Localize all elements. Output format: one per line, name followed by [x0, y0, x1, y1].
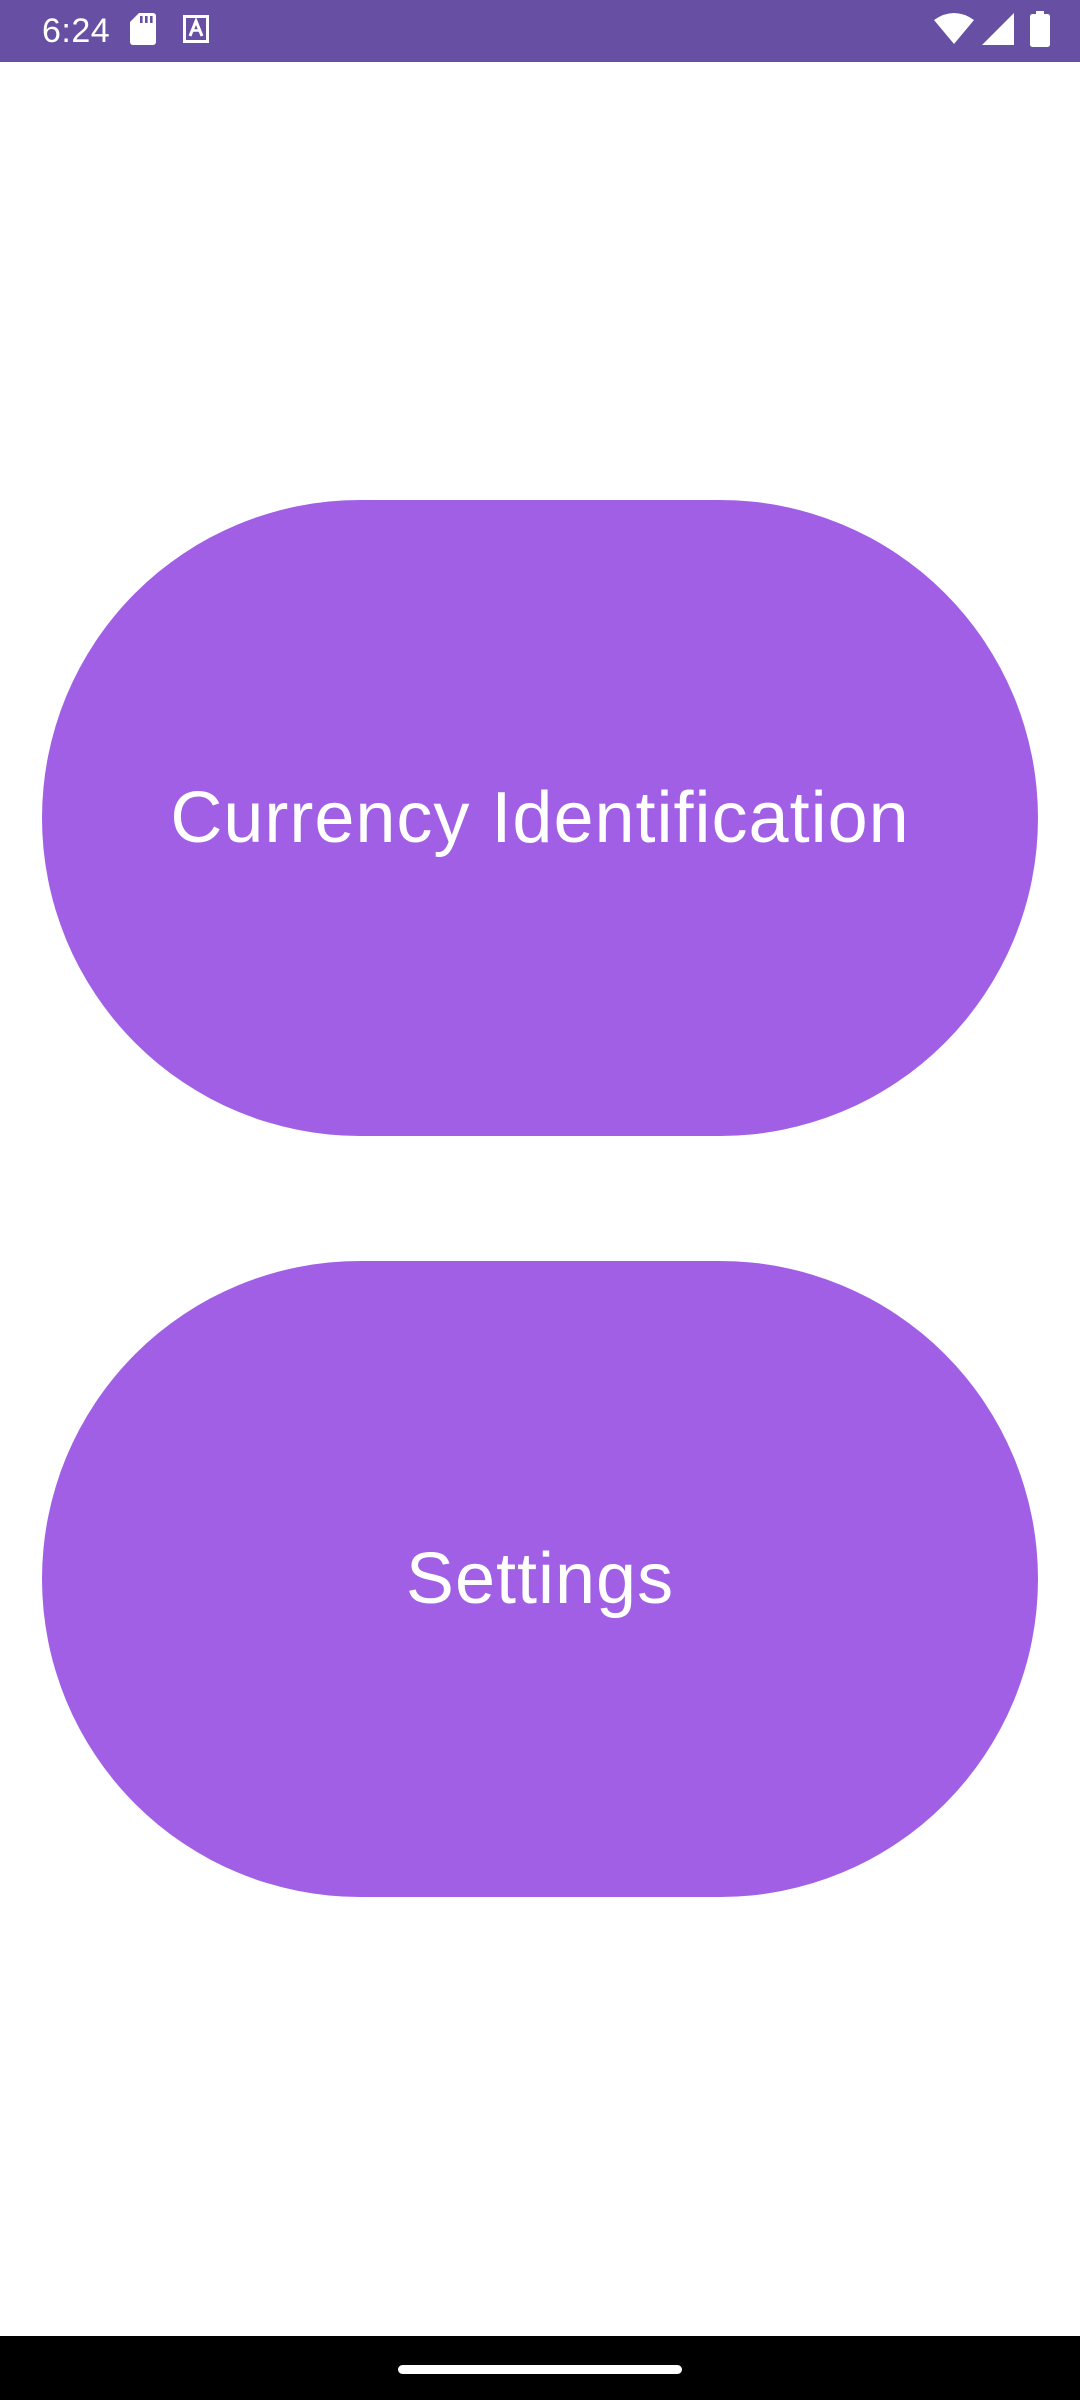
signal-icon	[982, 12, 1014, 50]
navigation-bar	[0, 2336, 1080, 2400]
status-right-icons	[934, 10, 1050, 52]
status-left-icons	[130, 12, 209, 50]
wifi-icon	[934, 12, 974, 51]
battery-icon	[1030, 10, 1050, 52]
status-bar: 6:24	[0, 0, 1080, 62]
font-icon	[183, 14, 209, 48]
settings-button[interactable]: Settings	[42, 1261, 1038, 1897]
home-gesture-handle[interactable]	[398, 2365, 682, 2374]
sd-card-icon	[130, 12, 156, 50]
status-time: 6:24	[42, 12, 111, 50]
currency-identification-button[interactable]: Currency Identification	[42, 500, 1038, 1136]
